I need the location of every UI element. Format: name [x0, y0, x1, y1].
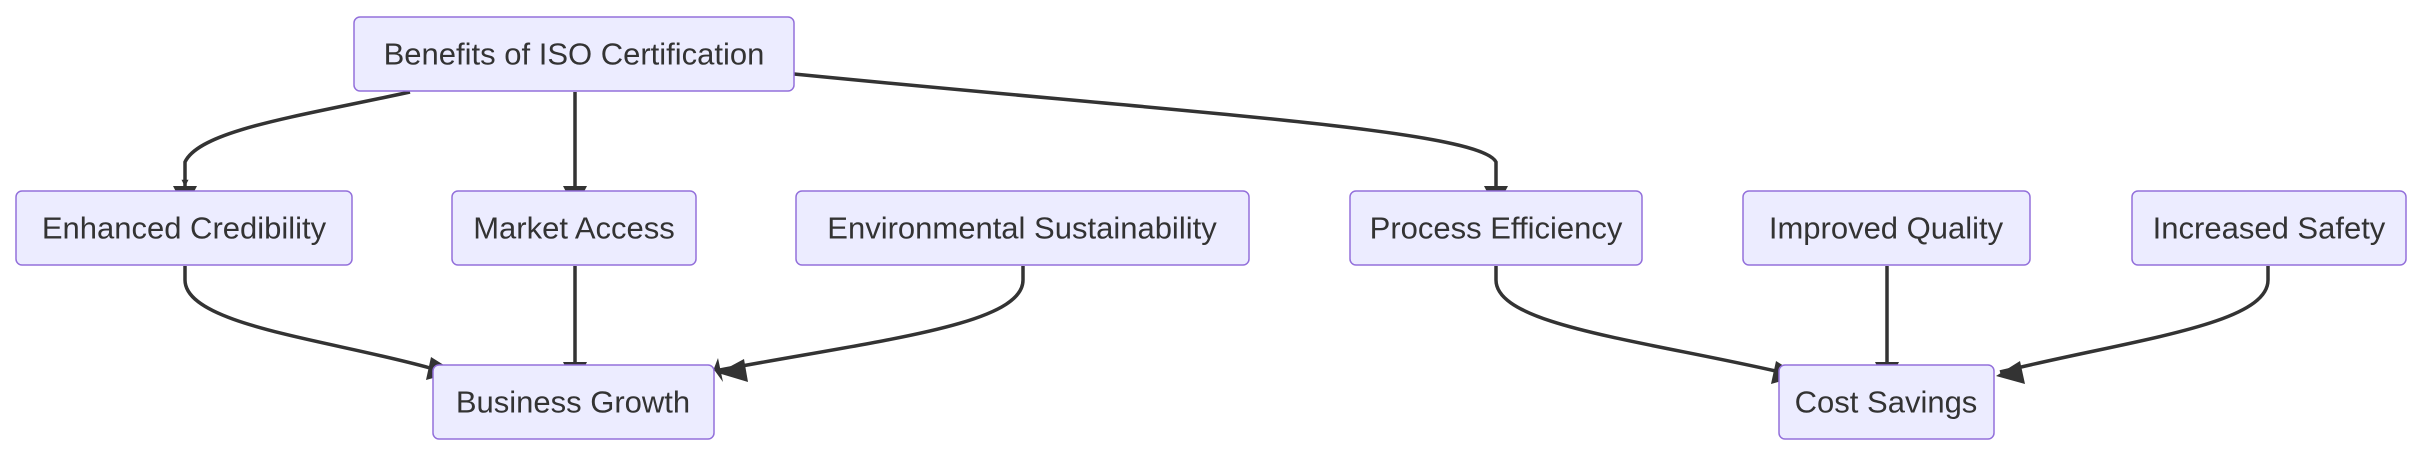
- arrowhead-growth-right-tip: [718, 359, 748, 382]
- arrowhead-growth-right: [713, 358, 723, 382]
- node-label: Benefits of ISO Certification: [384, 37, 765, 72]
- node-label: Business Growth: [456, 385, 690, 420]
- node-label: Cost Savings: [1795, 385, 1978, 420]
- node-label: Market Access: [473, 211, 675, 246]
- node-label: Process Efficiency: [1370, 211, 1623, 246]
- node-label: Improved Quality: [1769, 211, 2004, 246]
- node-cost-savings: Cost Savings: [1778, 364, 1995, 440]
- node-improved-quality: Improved Quality: [1742, 190, 2031, 266]
- node-market-access: Market Access: [451, 190, 697, 266]
- edge-credibility-to-growth: [183, 266, 431, 370]
- node-business-growth: Business Growth: [432, 364, 715, 440]
- edge-efficiency-to-savings: [1494, 266, 1781, 374]
- node-process-efficiency: Process Efficiency: [1349, 190, 1643, 266]
- edge-benefits-to-efficiency: [793, 72, 1498, 186]
- node-label: Enhanced Credibility: [42, 211, 327, 246]
- edge-benefits-to-credibility: [181, 90, 411, 187]
- edge-safety-to-savings: [1999, 266, 2270, 374]
- arrowhead-savings-right: [1996, 361, 2025, 384]
- node-increased-safety: Increased Safety: [2131, 190, 2407, 266]
- node-environmental-sustainability: Environmental Sustainability: [795, 190, 1250, 266]
- node-label: Environmental Sustainability: [827, 211, 1217, 246]
- edge-environment-to-growth: [719, 266, 1025, 372]
- node-benefits-of-iso-certification: Benefits of ISO Certification: [353, 16, 795, 92]
- node-label: Increased Safety: [2153, 211, 2386, 246]
- node-enhanced-credibility: Enhanced Credibility: [15, 190, 353, 266]
